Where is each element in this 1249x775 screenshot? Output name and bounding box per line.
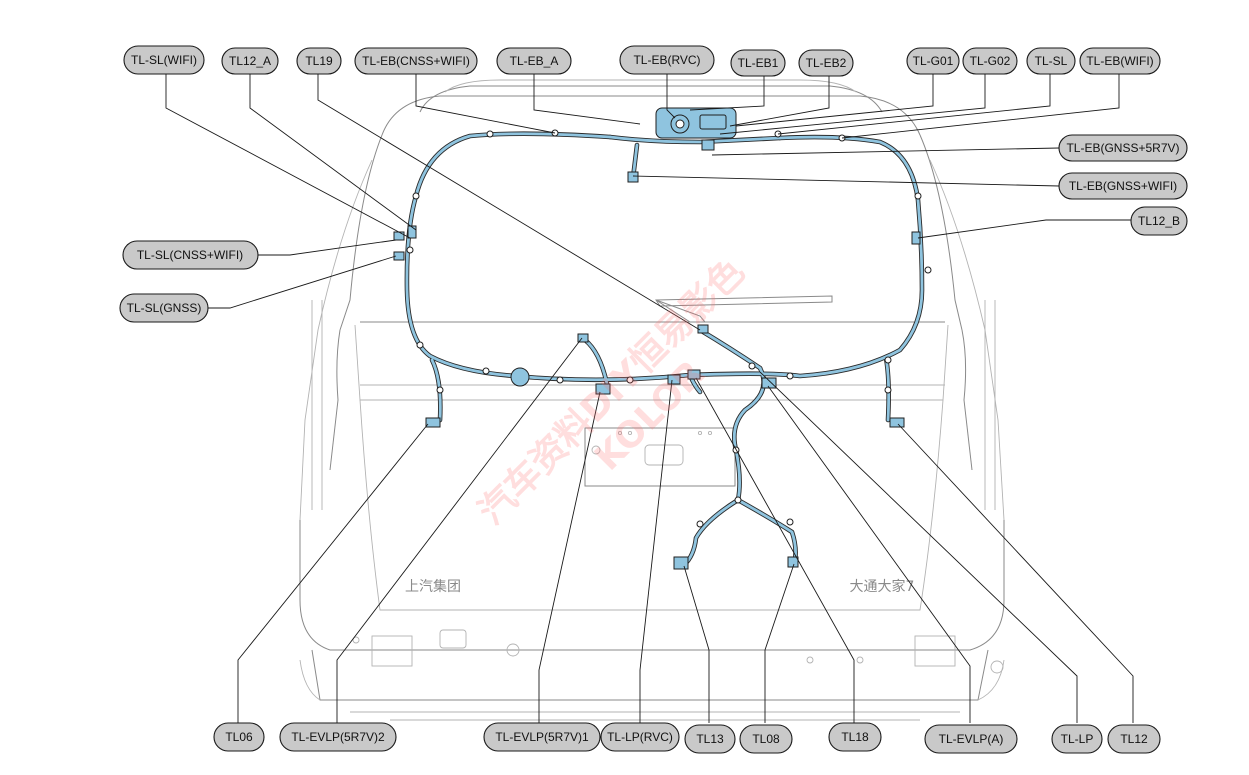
svg-text:TL-EVLP(5R7V)1: TL-EVLP(5R7V)1 — [495, 730, 589, 744]
label-tl12-b: TL12_B — [1130, 206, 1188, 236]
label-tl-eb-rvc: TL-EB(RVC) — [619, 45, 715, 75]
svg-text:TL-G01: TL-G01 — [913, 54, 954, 68]
svg-text:TL-EVLP(A): TL-EVLP(A) — [939, 732, 1004, 746]
label-tl-eb-gnss-5r7v: TL-EB(GNSS+5R7V) — [1058, 134, 1188, 162]
label-tl-eb-gnss-wifi: TL-EB(GNSS+WIFI) — [1058, 172, 1188, 200]
vehicle-outline — [299, 79, 1005, 721]
svg-text:TL-SL: TL-SL — [1035, 54, 1068, 68]
label-tl-evlp-5r7v-1: TL-EVLP(5R7V)1 — [483, 722, 601, 752]
label-tl19: TL19 — [296, 47, 342, 75]
connector-tl13 — [673, 556, 689, 570]
label-tl-evlp-5r7v-2: TL-EVLP(5R7V)2 — [279, 722, 397, 752]
leader-lines — [165, 74, 1134, 723]
label-tl-lp-rvc: TL-LP(RVC) — [600, 722, 680, 752]
wiring-harness — [393, 107, 932, 570]
svg-text:TL-SL(GNSS): TL-SL(GNSS) — [127, 301, 202, 315]
label-tl18: TL18 — [828, 722, 882, 752]
svg-text:TL19: TL19 — [305, 54, 333, 68]
label-tl-eb-cnss-wifi: TL-EB(CNSS+WIFI) — [354, 47, 478, 75]
svg-text:TL-EB(WIFI): TL-EB(WIFI) — [1086, 54, 1153, 68]
connector-tl08 — [787, 556, 799, 568]
svg-text:TL-EB(GNSS+5R7V): TL-EB(GNSS+5R7V) — [1066, 141, 1179, 155]
svg-text:TL-EB_A: TL-EB_A — [510, 54, 559, 68]
connector-tl12 — [889, 417, 905, 428]
label-tl06: TL06 — [213, 722, 265, 752]
svg-text:TL-EB(RVC): TL-EB(RVC) — [633, 53, 700, 67]
label-tl13: TL13 — [684, 724, 736, 754]
svg-text:TL12_A: TL12_A — [229, 54, 271, 68]
svg-text:TL-LP: TL-LP — [1061, 732, 1094, 746]
label-tl-sl-gnss: TL-SL(GNSS) — [119, 293, 209, 323]
svg-text:TL-EB(CNSS+WIFI): TL-EB(CNSS+WIFI) — [362, 54, 470, 68]
svg-text:TL12: TL12 — [1120, 732, 1148, 746]
label-tl12: TL12 — [1107, 724, 1161, 754]
label-tl-eb1: TL-EB1 — [730, 49, 786, 77]
svg-text:TL-EVLP(5R7V)2: TL-EVLP(5R7V)2 — [291, 730, 385, 744]
svg-text:TL-LP(RVC): TL-LP(RVC) — [607, 730, 673, 744]
svg-text:TL-EB1: TL-EB1 — [738, 56, 779, 70]
label-tl-sl-cnss-wifi: TL-SL(CNSS+WIFI) — [122, 240, 259, 270]
svg-text:TL-EB(GNSS+WIFI): TL-EB(GNSS+WIFI) — [1069, 179, 1177, 193]
svg-text:TL12_B: TL12_B — [1138, 214, 1180, 228]
svg-text:TL08: TL08 — [752, 732, 780, 746]
label-tl-eb-wifi: TL-EB(WIFI) — [1079, 47, 1161, 75]
label-tl-sl-wifi: TL-SL(WIFI) — [123, 45, 205, 75]
svg-text:TL06: TL06 — [225, 730, 253, 744]
label-tl-g01: TL-G01 — [906, 47, 960, 75]
left-badge-text: 上汽集团 — [405, 578, 461, 595]
harness-grommet — [510, 367, 530, 387]
connector-tl06 — [425, 417, 441, 428]
svg-text:TL-SL(WIFI): TL-SL(WIFI) — [131, 53, 197, 67]
right-badge-text: 大通大家7 — [850, 578, 915, 595]
label-tl-sl: TL-SL — [1026, 47, 1076, 75]
svg-text:TL-SL(CNSS+WIFI): TL-SL(CNSS+WIFI) — [137, 248, 243, 262]
svg-text:TL-EB2: TL-EB2 — [806, 56, 847, 70]
label-tl12-a: TL12_A — [221, 47, 279, 75]
label-tl-eb2: TL-EB2 — [798, 49, 854, 77]
label-tl-eb-a: TL-EB_A — [496, 47, 572, 75]
label-tl-lp: TL-LP — [1051, 724, 1103, 754]
label-tl-g02: TL-G02 — [962, 47, 1018, 75]
label-tl08: TL08 — [739, 724, 793, 754]
svg-text:TL13: TL13 — [696, 732, 724, 746]
svg-text:TL18: TL18 — [841, 730, 869, 744]
svg-text:汽车资料DIY恒易影色: 汽车资料DIY恒易影色 — [471, 251, 753, 533]
label-tl-evlp-a: TL-EVLP(A) — [924, 724, 1018, 754]
svg-text:TL-G02: TL-G02 — [970, 54, 1011, 68]
